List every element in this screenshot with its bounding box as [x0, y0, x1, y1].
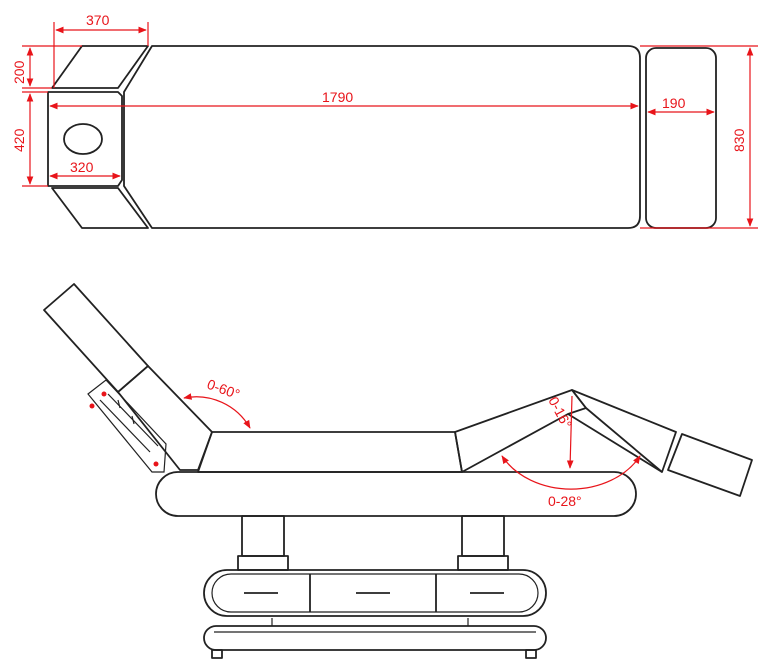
foot-right	[525, 649, 537, 659]
lower-cabinet	[203, 569, 547, 617]
dim-face-height: 420	[11, 128, 27, 152]
dim-foot-width: 190	[662, 95, 686, 111]
main-body-top	[123, 45, 641, 229]
dim-headrest-height: 200	[11, 60, 27, 84]
column-right	[461, 515, 505, 557]
side-view	[43, 283, 753, 659]
side-view-angles: 0-60° 0-16° 0-28°	[183, 376, 641, 509]
thigh-section	[454, 389, 587, 473]
base-frame	[155, 471, 637, 517]
angle-leg: 0-28°	[548, 493, 582, 509]
column-left	[241, 515, 285, 557]
bottom-base	[203, 625, 547, 651]
foot-section-side	[667, 433, 753, 497]
top-view	[47, 45, 717, 229]
headrest-bottom-flap	[51, 187, 149, 229]
dim-total-length: 1790	[322, 89, 353, 105]
dim-headrest-width: 370	[86, 12, 110, 28]
dim-total-width: 830	[731, 128, 747, 152]
backrest-upper	[43, 283, 149, 393]
top-view-dimensions: 370 200 420 320 1790 190 830	[11, 12, 758, 229]
foot-left	[211, 649, 223, 659]
dim-face-width: 320	[70, 159, 94, 175]
leg-section	[571, 389, 677, 473]
foot-section	[645, 47, 717, 229]
face-hole	[63, 123, 103, 155]
seat-section	[197, 431, 463, 473]
backrest-mechanism	[87, 379, 167, 473]
headrest-top-flap	[51, 45, 149, 89]
